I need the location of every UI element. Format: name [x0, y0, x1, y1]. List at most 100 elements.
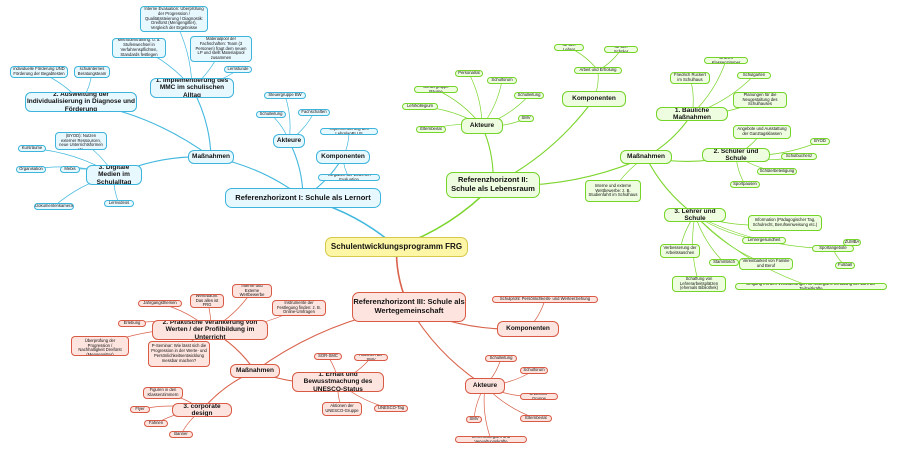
node-sportpausen-label: Sportpausen — [733, 181, 757, 187]
node-1-erhalt-und-bewusstmachung-des-unesco-s-label: 1. Erhalt und Bewusstmachung des UNESCO-… — [303, 372, 373, 392]
node-massnahmen-label: Maßnahmen — [236, 367, 274, 375]
node-byod: BYOD — [810, 138, 830, 145]
node-schulinternes-beratungsteam: schulinternes Beratungsteam — [74, 66, 110, 78]
node-kursraeume: Kursräume — [18, 145, 46, 152]
node-instrumente-der-festlegung-finden-z-b-on: Instrumente der Festlegung finden: z. B.… — [272, 300, 326, 316]
branch-referenzhorizont-ii-schule-als-lebensrau: Referenzhorizont II: Schule als Lebensra… — [446, 172, 540, 198]
node-schaffung-von-lehrerarbeitsplaetzen-ehem: Schaffung von Lehrerarbeitsplätzen (ehem… — [672, 276, 726, 292]
node-komponenten-label: Komponenten — [506, 325, 550, 333]
node-aktionen-der-unesco-gruppe-label: Aktionen der UNESCO-Gruppe — [325, 403, 359, 413]
node-jahrgangsthemen-label: Jahrgangsthemen — [143, 300, 177, 306]
node-2-schueler-und-schule: 2. Schüler und Schule — [702, 148, 770, 162]
node-elternbeirat-label: Elternbeirat — [420, 126, 442, 132]
node-verbesserung-der-arbeitssaschen: Verbesserung der Arbeitssaschen — [660, 244, 700, 258]
node-3-digitale-medien-im-schulalltag-label: 3. Digitale Medien im Schulalltag — [96, 165, 132, 185]
node-friedrich-ruckert-im-schulhaus: Friedrich Ruckert im Schulhaus — [670, 72, 710, 84]
branch-referenzhorizont-ii-schule-als-lebensrau-label: Referenzhorizont II: Schule als Lebensra… — [451, 175, 535, 193]
node-massnahmen: Maßnahmen — [188, 150, 234, 164]
node-1-erhalt-und-bewusstmachung-des-unesco-s: 1. Erhalt und Bewusstmachung des UNESCO-… — [292, 372, 384, 392]
node-lehrkollegium: Lehrkollegium — [402, 103, 438, 110]
node-2-praktische-verankerung-von-werten-der-: 2. Praktische Verankerung von Werten / d… — [152, 320, 268, 340]
node-information-paedagogischer-tag-schulrech: Information (Pädagogischer Tag, Schulrec… — [748, 215, 822, 231]
connector-b_impl — [191, 87, 212, 158]
node-akteure: Akteure — [273, 134, 305, 148]
node-2-ausweitung-der-individualisierung-in-d-label: 2. Ausweitung der Individualisierung in … — [27, 92, 135, 112]
node-p-seminar-wie-laesst-sich-die-progressio-label: P-Seminar: Wie lässt sich die Progressio… — [151, 343, 207, 363]
node-planungen-fuer-die-neugestaltung-des-sch-label: Planungen für die Neugestaltung des Schu… — [742, 92, 778, 107]
node-lernvideos-label: Lernvideos — [108, 200, 130, 206]
node-vorgaben-der-externen-evaluation-label: Vorgaben der Externen Evaluation — [327, 174, 371, 181]
node-vereinbarkeit-von-familie-und-beruf: Vereinbarkeit von Familie und Beruf — [739, 258, 793, 270]
node-fuer-den-lehrer-label: für den Lehrer — [562, 44, 576, 51]
node-massnahmen: Maßnahmen — [230, 364, 280, 378]
node-fuer-den-schueler-label: für den Schüler — [613, 46, 629, 53]
node-lernstunde: Lernstunde — [224, 66, 252, 73]
node-dokumentenkamera-label: Dokumentenkamera — [35, 203, 73, 209]
node-schulbuchenz-label: Schulbuchenz — [785, 153, 813, 159]
node-massnahmen-label: Maßnahmen — [627, 153, 665, 161]
node-komponenten: Komponenten — [316, 150, 370, 164]
node-fussball: Fußball — [835, 262, 855, 269]
node-interne-evaluation-ueberpruefung-der-pro: Interne Evaluation: Überprüfung der Prog… — [140, 6, 208, 32]
node-unesco-tag-label: UNESCO-Tag — [377, 405, 405, 411]
node-materialpool-der-fachschaften-team-3-per: Materialpool der Fachschaften: Team (3 P… — [190, 36, 252, 62]
node-sportpausen: Sportpausen — [730, 181, 760, 188]
node-akteure: Akteure — [461, 118, 503, 134]
node-fuer-den-lehrer: für den Lehrer — [554, 44, 584, 51]
node-steuergruppe-bw-label: Steuergruppe BW — [268, 92, 302, 98]
node-unesco-gruppe: UNESCO-Gruppe — [520, 393, 558, 400]
node-arbeit-und-erholung: Arbeit und Erholung — [574, 67, 622, 74]
node-information-paedagogischer-tag-schulrech-label: Information (Pädagogischer Tag, Schulrec… — [752, 217, 818, 227]
node-schulforum: Schulforum — [487, 77, 517, 84]
node-schulleitung-label: Schulleitung — [259, 111, 283, 117]
node-akteure: Akteure — [465, 378, 505, 394]
node-methodentraining-u-a-stufenwechsel-in-ve-label: Methodentraining: u. a. Stufenwechsel in… — [117, 38, 161, 57]
node-lernstunde-label: Lernstunde — [227, 66, 249, 72]
node-sportangebote: Sportangebote — [812, 245, 854, 252]
node-planungen-fuer-die-neugestaltung-des-sch: Planungen für die Neugestaltung des Schu… — [733, 92, 787, 108]
node-instrumente-der-festlegung-finden-z-b-on-label: Instrumente der Festlegung finden: z. B.… — [277, 300, 321, 315]
node-vorgaben-der-externen-evaluation: Vorgaben der Externen Evaluation — [318, 174, 380, 181]
root-node: Schulentwicklungsprogramm FRG — [325, 237, 468, 257]
node-smv: SMV — [518, 115, 534, 122]
node-komponenten-label: Komponenten — [321, 153, 365, 161]
node-elternbeirat-label: Elternbeirat — [525, 415, 547, 421]
node-p-seminar-wie-laesst-sich-die-progressio: P-Seminar: Wie lässt sich die Progressio… — [148, 341, 210, 367]
node-steuergruppe-raeume: Steuergruppe Räume — [414, 86, 458, 93]
node-angebote-und-ausstattung-der-ganztagskla-label: Angebote und Ausstattung der Ganztagskla… — [737, 126, 787, 136]
node-3-corporate-design: 3. corporate design — [172, 403, 232, 417]
node-interne-evaluation-ueberpruefung-der-pro-label: Interne Evaluation: Überprüfung der Prog… — [78, 337, 122, 356]
node-flyer: Flyer — [130, 406, 150, 413]
node-2-ausweitung-der-individualisierung-in-d: 2. Ausweitung der Individualisierung in … — [25, 92, 137, 112]
node-aktionen-der-unesco-gruppe: Aktionen der UNESCO-Gruppe — [322, 402, 362, 416]
node-personalrat: Personalrat — [455, 70, 483, 77]
node-lehrergesundheit-label: Lehrergesundheit — [747, 237, 781, 243]
node-interne-und-externe-wertbewerbe: Interne und Externe Wertbewerbe — [232, 284, 272, 298]
node-lernvideos: Lernvideos — [104, 200, 134, 207]
node-materialpool-der-fachschaften-team-3-per-label: Materialpool der Fachschaften: Team (3 P… — [195, 36, 247, 61]
branch-referenzhorizont-i-schule-als-lernort-label: Referenzhorizont I: Schule als Lernort — [235, 192, 371, 202]
node-schuelerbeteiligung: Schülerbeteiligung — [757, 168, 797, 175]
node-2-schueler-und-schule-label: 2. Schüler und Schule — [713, 148, 759, 162]
node-figuren-in-den-klassenzimmern: Figuren in den Klassenzimmern — [143, 387, 183, 399]
node-fahnen-label: Fahnen — [148, 420, 164, 426]
node-wertebaum-das-alles-ist-frg-label: Wertebaum: Das alles ist FRG — [195, 294, 219, 308]
node-interne-und-externe-wettbewerbe-z-b-stud: Interne und externe Wettbewerbe: z. B. S… — [585, 180, 641, 202]
node-komponenten: Komponenten — [562, 91, 626, 107]
node-individuelle-foerderung-und-foerderung-d-label: individuelle Förderung UND Förderung der… — [13, 66, 65, 76]
node-smv: SMV — [466, 416, 482, 423]
node-verbesserung-der-arbeitssaschen-label: Verbesserung der Arbeitssaschen — [663, 245, 697, 255]
node-fuer-den-schueler: für den Schüler — [604, 46, 638, 53]
node-smv-label: SMV — [469, 416, 479, 422]
root-node-label: Schulentwicklungsprogramm FRG — [330, 242, 463, 252]
node-massnahmen: Maßnahmen — [620, 150, 672, 164]
node-1-implementierung-des-mmc-im-schulischen-label: 1. Implementierung des MMC im schulische… — [155, 78, 229, 98]
node-komponenten: Komponenten — [497, 321, 559, 337]
node-fachschaften: Fachschaften — [298, 109, 330, 116]
node-personalrat-label: Personalrat — [458, 70, 480, 76]
node-interne-evaluation-ueberpruefung-der-pro: Interne Evaluation: Überprüfung der Prog… — [71, 336, 129, 356]
node-methodentraining-u-a-stufenwechsel-in-ve: Methodentraining: u. a. Stufenwechsel in… — [112, 38, 166, 58]
node-schulinternes-beratungsteam-label: schulinternes Beratungsteam — [77, 66, 107, 76]
branch-referenzhorizont-i-schule-als-lernort: Referenzhorizont I: Schule als Lernort — [225, 188, 381, 208]
